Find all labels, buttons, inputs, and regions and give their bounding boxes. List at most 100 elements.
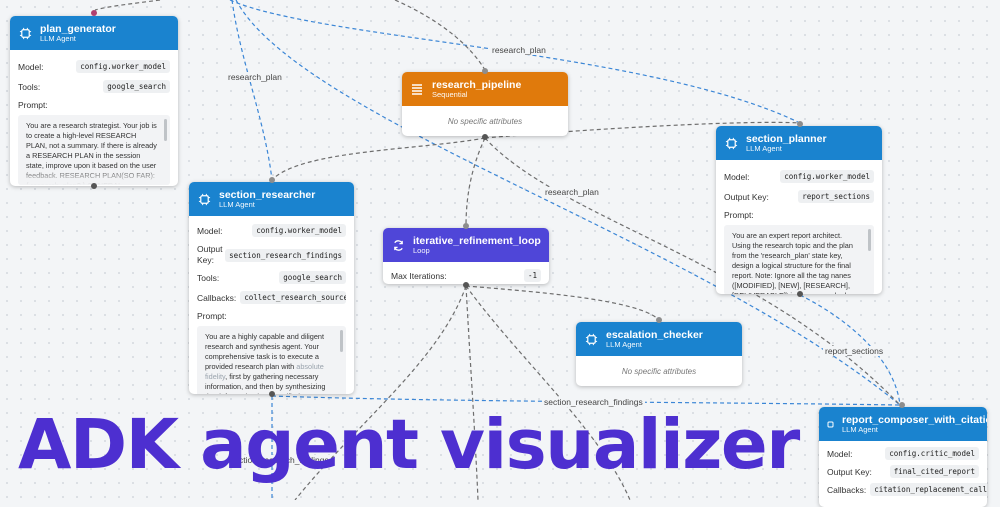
- callbacks-label: Callbacks:: [827, 484, 867, 495]
- fade-overlay: [18, 167, 170, 185]
- chip-icon: [18, 26, 32, 40]
- node-type: Sequential: [432, 89, 468, 99]
- node-escalation-checker[interactable]: escalation_checker LLM Agent No specific…: [576, 322, 742, 386]
- input-handle[interactable]: [797, 121, 803, 127]
- input-handle[interactable]: [91, 10, 97, 16]
- node-title: report_composer_with_citations: [842, 413, 987, 426]
- callbacks-value: collect_research_sources_call: [240, 291, 346, 305]
- loop-icon: [391, 238, 405, 252]
- model-value: config.worker_model: [252, 224, 346, 237]
- max-iterations-value: -1: [523, 269, 541, 282]
- scrollbar[interactable]: [164, 119, 167, 141]
- node-header: iterative_refinement_loop Loop: [383, 228, 549, 262]
- prompt-label: Prompt:: [197, 311, 227, 322]
- prompt-label: Prompt:: [724, 210, 754, 220]
- input-handle[interactable]: [899, 402, 905, 408]
- edge-loop-down-left: [294, 285, 467, 500]
- scrollbar[interactable]: [340, 330, 343, 353]
- output-handle[interactable]: [463, 282, 469, 288]
- node-type: LLM Agent: [219, 199, 255, 209]
- node-header: report_composer_with_citations LLM Agent: [819, 407, 987, 441]
- output-key-label: Output Key:: [827, 466, 872, 477]
- node-section-researcher[interactable]: section_researcher LLM Agent Model: confi…: [189, 182, 354, 394]
- node-report-composer-with-citations[interactable]: report_composer_with_citations LLM Agent…: [819, 407, 987, 507]
- model-value: config.critic_model: [885, 447, 979, 460]
- node-research-pipeline[interactable]: research_pipeline Sequential No specific…: [402, 72, 568, 136]
- edge-loop-down-right: [465, 285, 631, 500]
- node-header: section_planner LLM Agent: [716, 126, 882, 160]
- edge-top-to-plan-generator: [94, 0, 161, 11]
- chip-icon: [827, 417, 834, 431]
- input-handle[interactable]: [463, 223, 469, 229]
- node-header: section_researcher LLM Agent: [189, 182, 354, 216]
- edge-pipeline-to-loop: [465, 137, 486, 227]
- model-label: Model:: [827, 448, 853, 459]
- node-type: LLM Agent: [842, 424, 878, 434]
- node-title: escalation_checker: [606, 328, 703, 341]
- scrollbar[interactable]: [868, 229, 871, 251]
- output-key-value: section_research_findings: [225, 248, 346, 262]
- tools-value: google_search: [103, 80, 170, 93]
- list-icon: [410, 82, 424, 96]
- prompt-label: Prompt:: [18, 100, 48, 110]
- edge-loop-to-escalation-checker: [465, 285, 660, 321]
- chip-icon: [724, 136, 738, 150]
- tools-label: Tools:: [197, 272, 220, 283]
- tools-value: google_search: [279, 271, 346, 285]
- edge-top-to-research-pipeline: [394, 0, 486, 71]
- edge-plan-generator-to-report-composer: [235, 0, 901, 406]
- prompt-text-continued: , first by gathering necessary informati…: [205, 372, 328, 394]
- node-title: iterative_refinement_loop: [413, 234, 541, 247]
- node-header: research_pipeline Sequential: [402, 72, 568, 106]
- headline-title: ADK agent visualizer: [18, 405, 800, 485]
- node-type: LLM Agent: [746, 143, 782, 153]
- chip-icon: [197, 192, 211, 206]
- output-key-label: Output Key:: [724, 191, 769, 202]
- prompt-box[interactable]: You are a research strategist. Your job …: [18, 115, 170, 185]
- input-handle[interactable]: [482, 68, 488, 74]
- output-handle[interactable]: [91, 183, 97, 189]
- output-label: Output: [197, 244, 223, 254]
- node-plan-generator[interactable]: plan_generator LLM Agent Model: config.wo…: [10, 16, 178, 186]
- callbacks-label: Callbacks:: [197, 292, 237, 303]
- chip-icon: [584, 332, 598, 346]
- no-attributes-text: No specific attributes: [447, 117, 523, 126]
- input-handle[interactable]: [656, 317, 662, 323]
- output-handle[interactable]: [797, 291, 803, 297]
- edge-pipeline-to-section-researcher: [271, 137, 486, 181]
- node-title: research_pipeline: [432, 78, 522, 91]
- prompt-text: You are a highly capable and diligent re…: [205, 332, 325, 372]
- model-label: Model:: [18, 61, 44, 72]
- node-header: escalation_checker LLM Agent: [576, 322, 742, 356]
- node-title: plan_generator: [40, 22, 116, 35]
- edge-plan-generator-to-section-researcher: [231, 0, 273, 181]
- output-handle[interactable]: [269, 391, 275, 397]
- model-label: Model:: [197, 225, 223, 236]
- node-type: LLM Agent: [606, 339, 642, 349]
- node-type: LLM Agent: [40, 33, 76, 43]
- edge-label-section-research-findings: section_research_findings: [228, 455, 331, 465]
- node-section-planner[interactable]: section_planner LLM Agent Model: config.w…: [716, 126, 882, 294]
- edge-pipeline-to-section-planner: [484, 121, 801, 139]
- callbacks-value: citation_replacement_callback: [870, 483, 987, 496]
- edge-label-report-sections: report_sections: [823, 346, 886, 356]
- edge-label-section-research-findings: section_research_findings: [542, 397, 645, 407]
- prompt-highlight: absolute fidelity: [205, 362, 324, 382]
- model-value: config.worker_model: [76, 60, 170, 73]
- node-title: section_researcher: [219, 188, 316, 201]
- output-handle[interactable]: [482, 134, 488, 140]
- input-handle[interactable]: [269, 177, 275, 183]
- model-label: Model:: [724, 171, 750, 182]
- prompt-box[interactable]: You are a highly capable and diligent re…: [197, 326, 346, 394]
- edge-researcher-to-report-composer: [271, 395, 901, 406]
- no-attributes-text: No specific attributes: [621, 367, 697, 376]
- output-key-value: report_sections: [798, 190, 874, 203]
- node-iterative-refinement-loop[interactable]: iterative_refinement_loop Loop Max Itera…: [383, 228, 549, 284]
- prompt-box[interactable]: You are an expert report architect. Usin…: [724, 225, 874, 294]
- model-value: config.worker_model: [780, 170, 874, 183]
- edge-label-research-plan: research_plan: [226, 72, 284, 82]
- node-type: Loop: [413, 245, 430, 255]
- max-iterations-label: Max Iterations:: [391, 270, 447, 281]
- tools-label: Tools:: [18, 81, 41, 92]
- output-key-value: final_cited_report: [889, 465, 979, 478]
